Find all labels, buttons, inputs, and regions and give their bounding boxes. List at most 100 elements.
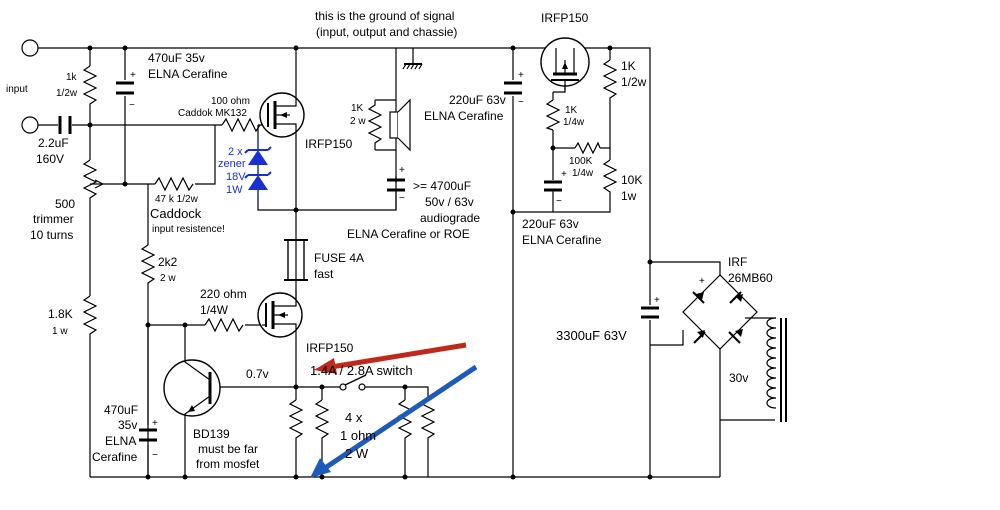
trimmer-500 (82, 159, 98, 200)
label-trimmer-type: trimmer (33, 212, 74, 226)
mosfet-regulator (540, 37, 590, 93)
resistor-1-ohm-c (397, 399, 413, 440)
label-r2k2-value: 2k2 (158, 255, 178, 269)
label-input: input (6, 84, 28, 95)
capacitor-2-2uf (58, 116, 72, 134)
label-mosfet-reg: IRFP150 (541, 11, 589, 25)
label-zener-voltage: 18V (226, 171, 246, 183)
svg-text:+: + (518, 70, 524, 81)
label-r2k2-power: 2 w (160, 273, 176, 284)
label-bd139-note1: must be far (198, 442, 258, 456)
svg-text:−: − (129, 100, 135, 111)
svg-text:−: − (556, 196, 562, 207)
svg-text:+: + (561, 169, 567, 180)
label-fuse-type: fast (314, 267, 334, 281)
ground-symbol (402, 63, 423, 70)
svg-text:+: + (399, 165, 405, 176)
label-r220-power: 1/4W (200, 303, 229, 317)
label-r1k-value: 1k (66, 72, 78, 83)
mosfet-bottom (257, 290, 303, 340)
label-cap470-bot-brand1: ELNA (105, 434, 136, 448)
label-cap470-bot-brand2: Cerafine (92, 450, 138, 464)
label-cap3300: 3300uF 63V (556, 328, 627, 343)
resistor-1-ohm-a (288, 399, 304, 440)
label-zener-power: 1W (226, 184, 243, 196)
label-r1k-power: 1/2w (56, 88, 78, 99)
label-cap470-top-brand: ELNA Cerafine (148, 67, 228, 81)
label-r100k-value: 100K (569, 156, 593, 167)
resistors (82, 59, 618, 440)
label-r1k-small-power: 1/4w (563, 117, 585, 128)
label-cap4700-brand: ELNA Cerafine or ROE (347, 227, 470, 241)
resistor-1k-small (545, 99, 561, 131)
label-r10k-value: 10K (621, 173, 642, 187)
label-zener-type: zener (218, 158, 246, 170)
speaker (389, 98, 411, 152)
switch (339, 374, 367, 391)
label-cap4700-value: >= 4700uF (413, 179, 471, 193)
label-cap4700-grade: audiograde (420, 211, 480, 225)
label-bd139-note2: from mosfet (196, 457, 260, 471)
label-cap470-bot-voltage: 35v (118, 418, 137, 432)
label-r47k-note: input resistence! (152, 224, 225, 235)
svg-text:+: + (654, 295, 660, 306)
label-spk-r-value: 1K (351, 103, 364, 114)
label-switch: 1.4A / 2.8A switch (310, 363, 413, 378)
text-labels: input 2.2uF 160V 1k 1/2w 470uF 35v ELNA … (6, 9, 773, 471)
fuse (284, 239, 308, 281)
label-bd139: BD139 (193, 427, 230, 441)
input-terminal-top (21, 39, 39, 57)
svg-text:+: + (152, 418, 158, 429)
zener-diodes (244, 140, 272, 195)
transistor-bd139 (163, 355, 221, 420)
label-trimmer-value: 500 (55, 197, 75, 211)
bridge-rectifier: + (682, 274, 758, 375)
label-spk-r-power: 2 w (350, 116, 366, 127)
label-res4-count: 4 x (345, 410, 363, 425)
junction-dots (87, 45, 653, 480)
svg-text:+: + (699, 276, 705, 287)
label-cap220b-brand: ELNA Cerafine (522, 233, 602, 247)
mosfet-top (259, 88, 305, 148)
label-cap470-top-value: 470uF 35v (148, 51, 205, 65)
label-r47k-brand: Caddock (150, 206, 202, 221)
label-cap220a-brand: ELNA Cerafine (424, 109, 504, 123)
resistor-2k2 (140, 244, 156, 285)
capacitor-470uf-top (116, 81, 134, 95)
label-mosfet-top: IRFP150 (305, 137, 353, 151)
terminals (21, 39, 39, 134)
label-cap-input-voltage: 160V (36, 152, 64, 166)
resistor-1-8k (82, 295, 98, 336)
label-zener-count: 2 x (228, 146, 243, 158)
svg-text:−: − (399, 193, 405, 204)
label-cap220b-value: 220uF 63v (522, 217, 579, 231)
label-fuse-value: FUSE 4A (314, 251, 364, 265)
label-cap-input-value: 2.2uF (38, 136, 69, 150)
resistor-100k (574, 141, 601, 155)
svg-text:+: + (130, 70, 136, 81)
capacitor-3300uf (641, 306, 659, 319)
resistor-10k (602, 159, 618, 196)
label-bridge-model: 26MB60 (728, 271, 773, 285)
label-r1k-small-value: 1K (565, 105, 578, 116)
label-v07: 0.7v (246, 367, 269, 381)
label-res4-value: 1 ohm (340, 428, 376, 443)
capacitor-470uf-bottom (139, 428, 157, 442)
label-r1k-reg-power: 1/2w (621, 75, 647, 89)
label-r18k-power: 1 w (52, 326, 68, 337)
label-res4-power: 2 W (345, 446, 369, 461)
resistor-100-ohm (221, 117, 261, 133)
annotation-arrows (310, 342, 478, 478)
label-r100-value: 100 ohm (211, 96, 250, 107)
label-r220-value: 220 ohm (200, 287, 247, 301)
label-transformer-voltage: 30v (729, 371, 748, 385)
resistor-1-ohm-b (314, 399, 330, 440)
svg-text:−: − (518, 97, 524, 108)
resistor-1k (82, 65, 98, 106)
blue-arrow (320, 364, 478, 473)
resistor-220-ohm (204, 317, 244, 333)
label-r100k-power: 1/4w (572, 168, 594, 179)
label-cap470-bot-value: 470uF (104, 403, 138, 417)
resistor-reg-1k (602, 59, 618, 100)
